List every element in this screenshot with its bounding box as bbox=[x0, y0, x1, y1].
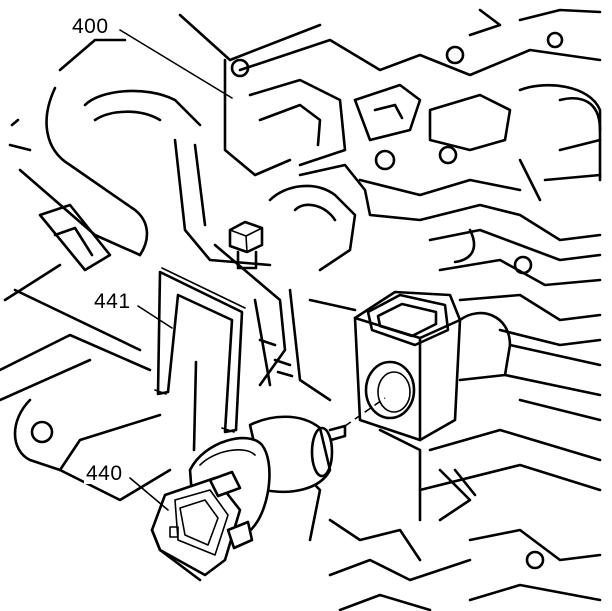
leader-441 bbox=[137, 305, 173, 329]
leader-400 bbox=[119, 29, 233, 99]
callout-440-label: 440 bbox=[84, 462, 125, 485]
callout-400-label: 400 bbox=[70, 15, 111, 38]
transmission-case-right bbox=[298, 398, 602, 611]
callout-441-label: 441 bbox=[92, 290, 133, 313]
case-center-section bbox=[173, 138, 357, 402]
valve-body-housing bbox=[178, 8, 602, 347]
bolt bbox=[228, 220, 264, 270]
speed-sensor bbox=[150, 415, 347, 582]
sensor-bore-boss bbox=[353, 290, 602, 442]
leader-440 bbox=[129, 477, 169, 511]
retainer-clip bbox=[154, 267, 246, 452]
leader-lines bbox=[119, 29, 233, 511]
insertion-path bbox=[344, 397, 386, 427]
transmission-case-left bbox=[0, 38, 202, 502]
